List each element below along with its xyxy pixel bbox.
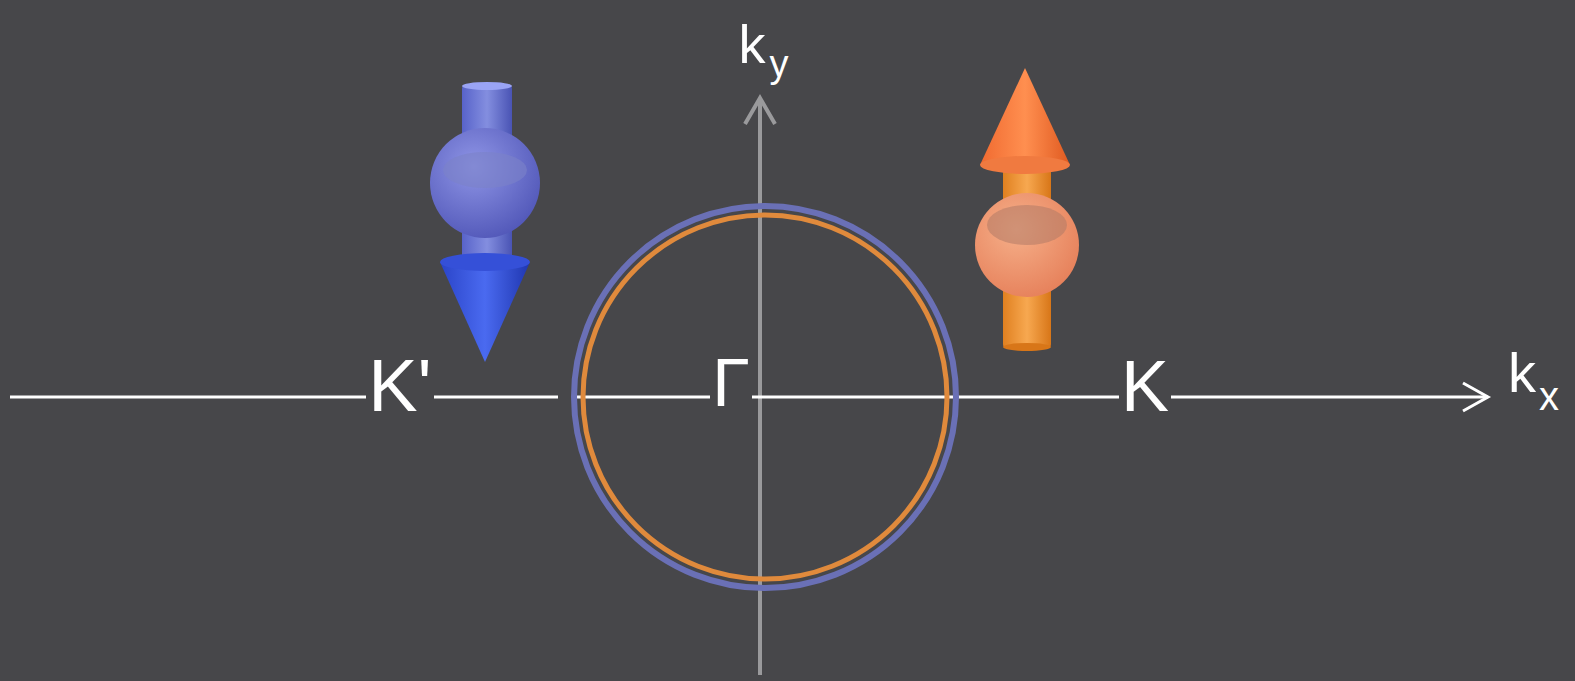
axis-label: k: [1506, 345, 1538, 401]
axis-label: k: [737, 17, 768, 71]
blue-circle: [574, 206, 956, 588]
spin-down-arrow: [430, 82, 540, 362]
point-label: K: [1119, 350, 1171, 422]
axis-subscript: y: [768, 45, 791, 83]
orange-circle: [583, 215, 947, 579]
axis-subscript: x: [1537, 376, 1561, 416]
point-label: Γ: [710, 348, 751, 416]
spin-up-arrow: [975, 68, 1079, 351]
point-label: K': [366, 349, 434, 423]
